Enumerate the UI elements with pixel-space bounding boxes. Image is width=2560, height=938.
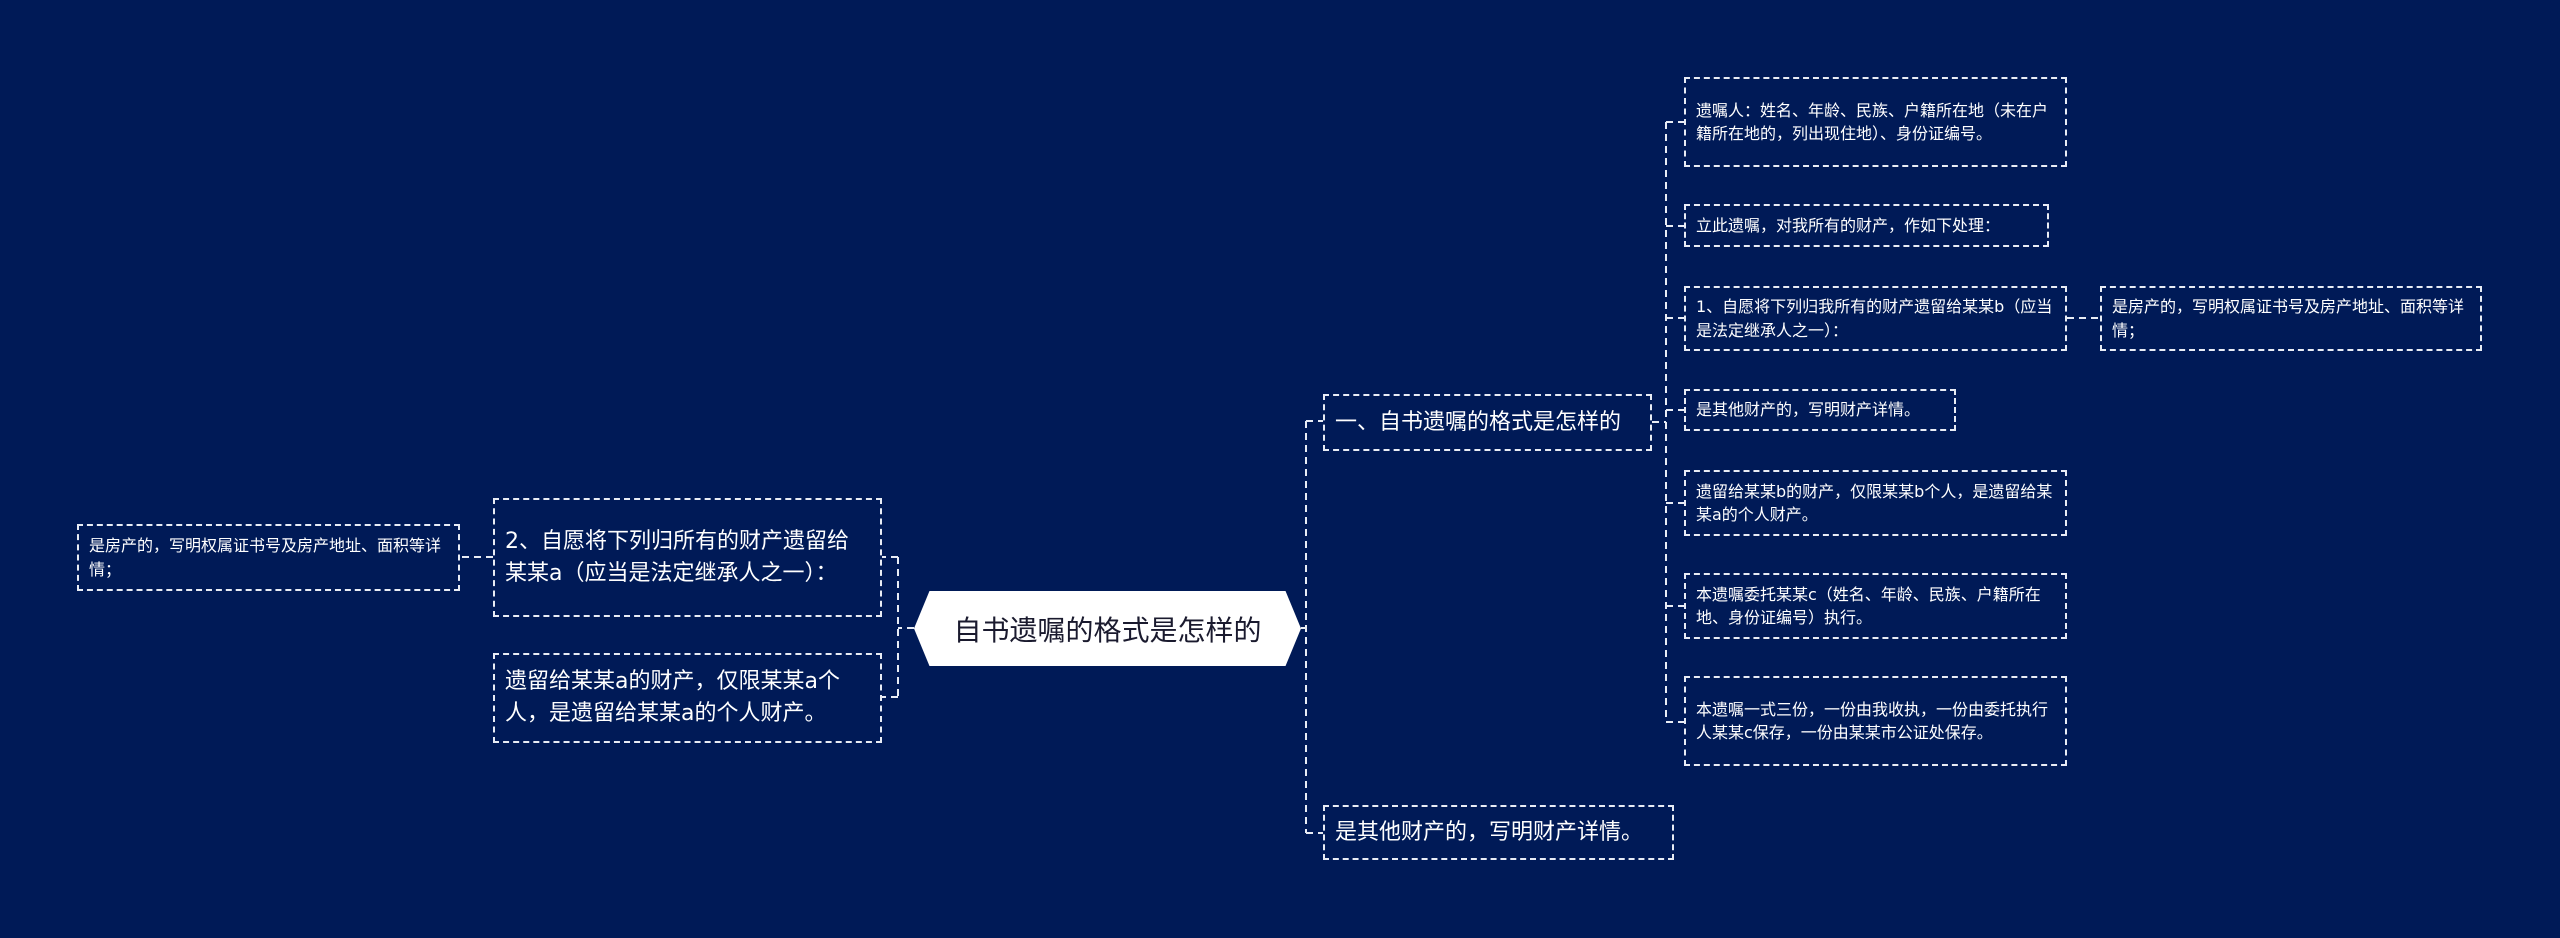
- section1-child[interactable]: 本遗嘱一式三份，一份由我收执，一份由委托执行人某某c保存，一份由某某市公证处保存…: [1684, 676, 2067, 766]
- section1-child[interactable]: 遗留给某某b的财产，仅限某某b个人，是遗留给某某a的个人财产。: [1684, 470, 2067, 536]
- section1-child[interactable]: 立此遗嘱，对我所有的财产，作如下处理：: [1684, 204, 2049, 247]
- item1-child[interactable]: 是房产的，写明权属证书号及房产地址、面积等详情；: [2100, 286, 2482, 351]
- section1-child[interactable]: 是其他财产的，写明财产详情。: [1684, 389, 1956, 431]
- left-node-item2[interactable]: 2、自愿将下列归所有的财产遗留给某某a（应当是法定继承人之一）：: [493, 498, 882, 617]
- root-node[interactable]: 自书遗嘱的格式是怎样的: [914, 591, 1301, 666]
- left-node-item2-child[interactable]: 是房产的，写明权属证书号及房产地址、面积等详情；: [77, 524, 460, 591]
- section1-child[interactable]: 遗嘱人：姓名、年龄、民族、户籍所在地（未在户籍所在地的，列出现住地）、身份证编号…: [1684, 77, 2067, 167]
- section1-child[interactable]: 1、自愿将下列归我所有的财产遗留给某某b（应当是法定继承人之一）：: [1684, 286, 2067, 351]
- right-node-section2[interactable]: 是其他财产的，写明财产详情。: [1323, 805, 1674, 860]
- section1-child[interactable]: 本遗嘱委托某某c（姓名、年龄、民族、户籍所在地、身份证编号）执行。: [1684, 573, 2067, 639]
- left-node-item-a[interactable]: 遗留给某某a的财产，仅限某某a个人，是遗留给某某a的个人财产。: [493, 653, 882, 743]
- right-node-section1[interactable]: 一、自书遗嘱的格式是怎样的: [1323, 394, 1652, 451]
